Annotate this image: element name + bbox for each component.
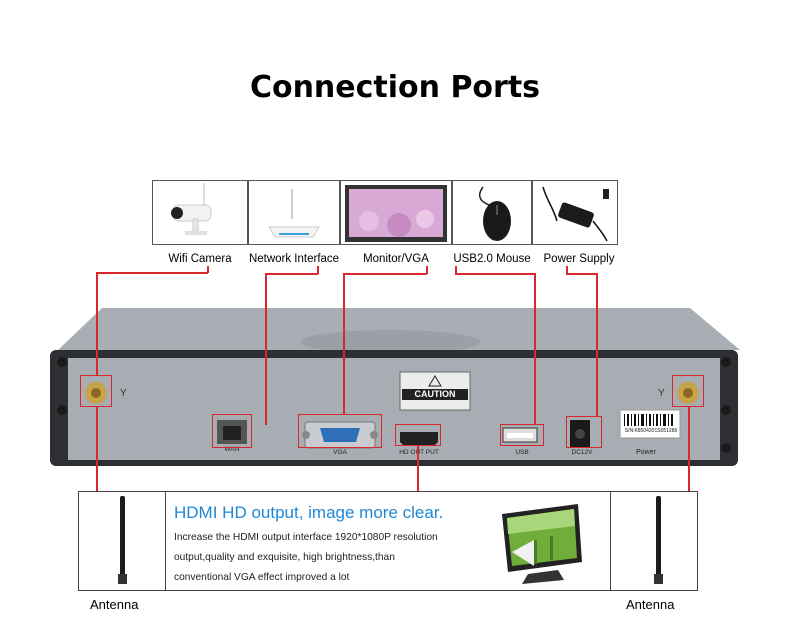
hdmi-description: Increase the HDMI output interface 1920*… [174,528,504,588]
line-power-stub [566,266,568,274]
power-supply-box [532,180,618,245]
page-title: Connection Ports [249,70,541,105]
usb-label: USB [515,449,529,456]
antenna-right-image [654,496,663,584]
caution-label: CAUTION [414,389,456,399]
line-network-h [265,273,318,275]
highlight-wan [212,414,252,448]
line-monitor-stub [426,266,428,274]
line-power-v [596,273,598,416]
highlight-usb [500,424,544,446]
device-label-monitor: Monitor/VGA [363,253,429,265]
wan-label: WAN [224,446,240,453]
strip-divider-right [610,491,611,591]
line-hdmi-down [417,446,419,491]
router-image [268,189,320,238]
strip-divider-left [165,491,166,591]
line-network-stub [317,266,319,274]
info-strip [78,491,698,591]
line-power-h [566,273,596,275]
power-supply-image [542,186,609,242]
antenna-left-image [118,496,127,584]
hdmi-label: HD OUT PUT [399,449,439,456]
line-camera-h [96,272,208,274]
hdmi-line-1: Increase the HDMI output interface 1920*… [174,532,438,543]
device-label-network: Network Interface [248,253,340,265]
device-label-mouse: USB2.0 Mouse [453,253,531,265]
nvr-device: Y Y [50,308,740,466]
tv-image [502,504,582,584]
router-box [248,180,340,245]
line-mouse-stub [455,266,457,274]
device-label-power: Power Supply [543,253,615,265]
hdmi-heading: HDMI HD output, image more clear. [174,503,444,522]
vga-label: VGA [333,449,347,456]
line-monitor-v [343,273,345,415]
antenna-left-label: Antenna [90,597,139,612]
line-mouse-v [534,273,536,424]
line-camera-v [96,272,98,375]
antenna-right-label: Antenna [626,597,675,612]
device-label-wifi-camera: Wifi Camera [168,253,232,265]
line-mouse-h [455,273,535,275]
mouse-image [478,186,511,241]
highlight-dc [566,416,602,448]
line-network-v [265,273,267,425]
dc-label: DC12V [571,449,593,456]
highlight-hdmi [395,424,441,446]
mouse-box [452,180,532,245]
highlight-right-antenna [672,375,704,407]
line-monitor-h [343,273,427,275]
power-label: Power [636,449,656,456]
serial-label: S/N:K8504201S051286 [624,428,678,434]
monitor-image [345,185,447,242]
highlight-vga [298,414,382,448]
hdmi-line-2: output,quality and exquisite, high brigh… [174,552,395,563]
line-left-antenna-down [96,407,98,491]
wifi-camera-box [152,180,248,245]
highlight-left-antenna [80,375,112,407]
line-camera-stub [207,266,209,273]
monitor-box [340,180,452,245]
line-right-antenna-down [688,407,690,491]
wifi-camera-image [171,183,212,235]
hdmi-line-3: conventional VGA effect improved a lot [174,572,350,583]
svg-text:Y: Y [658,388,665,399]
svg-text:Y: Y [120,388,127,399]
